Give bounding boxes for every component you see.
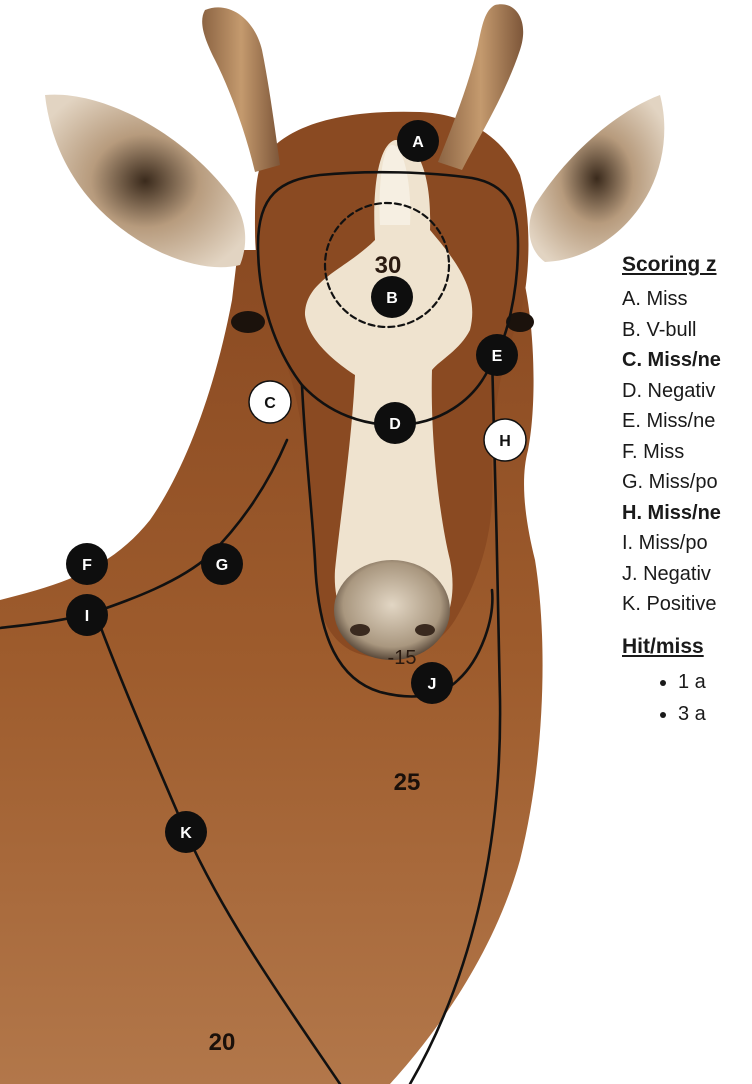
- zone-value-20: 20: [209, 1029, 236, 1056]
- zone-value-neg15: -15: [388, 647, 417, 669]
- marker-letter: K: [180, 825, 192, 842]
- marker-g: G: [201, 543, 243, 585]
- marker-letter: A: [412, 134, 424, 151]
- marker-h: H: [484, 419, 526, 461]
- zone-value-25: 25: [394, 769, 421, 796]
- legend-title: Scoring z: [622, 252, 752, 278]
- legend-item: E. Miss/ne: [622, 406, 752, 437]
- marker-c: C: [249, 381, 291, 423]
- nostril-right: [415, 624, 435, 636]
- marker-letter: C: [264, 395, 276, 412]
- hitmiss-list: 1 a3 a: [622, 666, 752, 730]
- legend-item: F. Miss: [622, 437, 752, 468]
- marker-i: I: [66, 594, 108, 636]
- marker-e: E: [476, 334, 518, 376]
- marker-letter: H: [499, 433, 511, 450]
- eye-left: [231, 311, 265, 333]
- marker-j: J: [411, 662, 453, 704]
- legend-item: J. Negativ: [622, 559, 752, 590]
- marker-letter: B: [386, 290, 398, 307]
- legend-item: D. Negativ: [622, 376, 752, 407]
- marker-letter: G: [216, 557, 228, 574]
- marker-k: K: [165, 811, 207, 853]
- marker-d: D: [374, 402, 416, 444]
- legend-item: K. Positive: [622, 589, 752, 620]
- muzzle: [334, 560, 450, 660]
- legend-item: C. Miss/ne: [622, 345, 752, 376]
- zone-value-30: 30: [375, 252, 402, 279]
- legend-list: A. MissB. V-bullC. Miss/neD. NegativE. M…: [622, 284, 752, 620]
- marker-letter: E: [492, 348, 503, 365]
- marker-letter: D: [389, 416, 401, 433]
- hitmiss-item: 3 a: [678, 698, 752, 730]
- legend-item: H. Miss/ne: [622, 498, 752, 529]
- legend-item: I. Miss/po: [622, 528, 752, 559]
- legend-item: G. Miss/po: [622, 467, 752, 498]
- legend-panel: Scoring z A. MissB. V-bullC. Miss/neD. N…: [622, 252, 752, 730]
- ear-right: [529, 95, 664, 262]
- nostril-left: [350, 624, 370, 636]
- hitmiss-title: Hit/miss: [622, 634, 752, 660]
- marker-letter: J: [428, 676, 437, 693]
- marker-letter: I: [85, 608, 89, 625]
- marker-letter: F: [82, 557, 92, 574]
- marker-b: B: [371, 276, 413, 318]
- marker-a: A: [397, 120, 439, 162]
- ear-left: [45, 95, 245, 268]
- legend-item: A. Miss: [622, 284, 752, 315]
- marker-f: F: [66, 543, 108, 585]
- animal-artwork: [0, 4, 664, 1084]
- hitmiss-item: 1 a: [678, 666, 752, 698]
- legend-item: B. V-bull: [622, 315, 752, 346]
- horn-left: [202, 7, 280, 172]
